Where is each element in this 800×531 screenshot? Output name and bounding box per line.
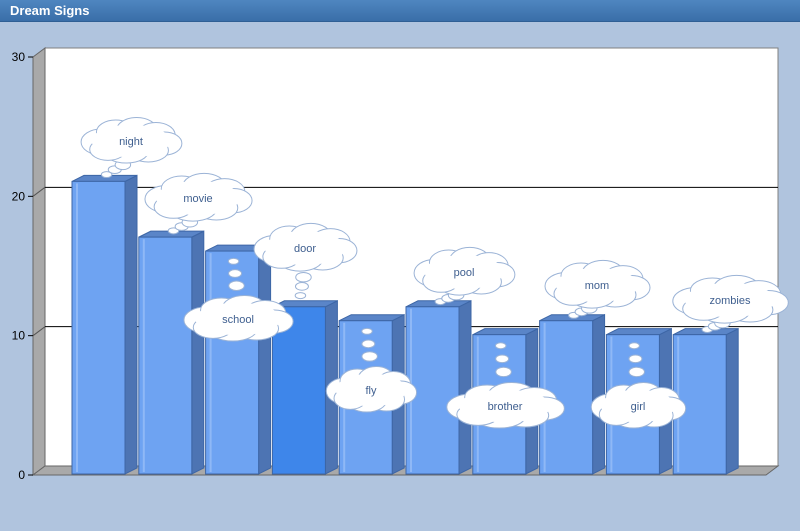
- bar-pool: [405, 299, 472, 475]
- bubble-dot: [294, 282, 309, 291]
- bar-label-door: door: [294, 243, 316, 255]
- thought-bubble-fly: fly: [325, 327, 418, 413]
- bubble-dot: [295, 271, 312, 283]
- bar-side: [458, 299, 472, 475]
- bar-side: [258, 244, 272, 475]
- bubble-dot: [494, 342, 507, 350]
- bar-label-night: night: [119, 136, 143, 148]
- bubble-body: [156, 180, 240, 216]
- bar-night: [71, 174, 138, 475]
- thought-bubble-door: door: [253, 222, 358, 300]
- bubble-body: [335, 373, 407, 407]
- bubble-dot: [228, 280, 245, 291]
- thought-bubble-brother: brother: [446, 342, 565, 429]
- y-tick-label: 10: [12, 329, 26, 343]
- window-title: Dream Signs: [10, 3, 90, 18]
- bubble-dot: [628, 342, 640, 350]
- bar-label-zombies: zombies: [710, 295, 751, 307]
- bar-side: [191, 230, 205, 475]
- bubble-body: [556, 267, 638, 303]
- left-wall: [32, 47, 46, 476]
- bubble-body: [684, 282, 776, 318]
- thought-bubble-mom: mom: [544, 259, 651, 319]
- bar-side: [124, 174, 138, 475]
- thought-bubble-zombies: zombies: [672, 274, 789, 333]
- bar-chart: 0 10 20 30 night movie school door fly pool broth…: [12, 47, 789, 482]
- thought-bubble-school: school: [183, 257, 294, 342]
- bubble-dot: [361, 351, 378, 362]
- thought-bubble-movie: movie: [144, 172, 253, 235]
- bubble-dot: [294, 292, 307, 300]
- gridline-wall: [32, 326, 46, 337]
- bar-label-pool: pool: [454, 267, 475, 279]
- bubble-dot: [100, 171, 113, 179]
- bubble-body: [264, 230, 346, 266]
- bar-label-movie: movie: [183, 193, 212, 205]
- bar-front: [271, 306, 326, 475]
- bar-label-mom: mom: [585, 280, 609, 292]
- bar-side: [725, 327, 739, 475]
- y-tick-label: 30: [12, 50, 26, 64]
- bar-label-school: school: [222, 314, 254, 326]
- bubble-body: [601, 389, 675, 423]
- bubble-body: [459, 389, 551, 423]
- bubble-dot: [495, 366, 512, 378]
- bubble-body: [91, 124, 171, 158]
- bar-front: [71, 180, 126, 475]
- bar-side: [592, 313, 606, 475]
- window-titlebar: Dream Signs: [0, 0, 800, 22]
- bubble-dot: [227, 257, 240, 265]
- bar-movie: [138, 230, 205, 475]
- thought-bubble-pool: pool: [413, 246, 516, 306]
- bubble-dot: [361, 327, 373, 335]
- bar-school: [205, 244, 272, 475]
- y-tick-label: 20: [12, 189, 26, 203]
- bar-top: [606, 328, 672, 336]
- bar-front: [138, 236, 193, 475]
- bar-label-girl: girl: [631, 401, 646, 413]
- y-tick-label: 0: [18, 468, 25, 482]
- gridline-wall: [32, 186, 46, 197]
- bar-top: [338, 314, 405, 322]
- bubble-dot: [228, 269, 243, 278]
- bar-top: [472, 328, 539, 336]
- bubble-dot: [628, 366, 645, 378]
- bubble-dot: [628, 354, 643, 364]
- bubble-dot: [361, 339, 376, 349]
- thought-bubble-girl: girl: [590, 342, 687, 429]
- bubble-body: [424, 254, 504, 290]
- bubble-body: [195, 302, 281, 336]
- thought-bubble-night: night: [80, 116, 183, 179]
- bubble-dot: [495, 354, 510, 364]
- bar-zombies: [672, 327, 739, 475]
- bar-label-brother: brother: [488, 401, 523, 413]
- bar-label-fly: fly: [366, 385, 378, 397]
- bubble-dot: [167, 227, 180, 235]
- chart-panel: 0 10 20 30 night movie school door fly pool broth…: [0, 22, 800, 526]
